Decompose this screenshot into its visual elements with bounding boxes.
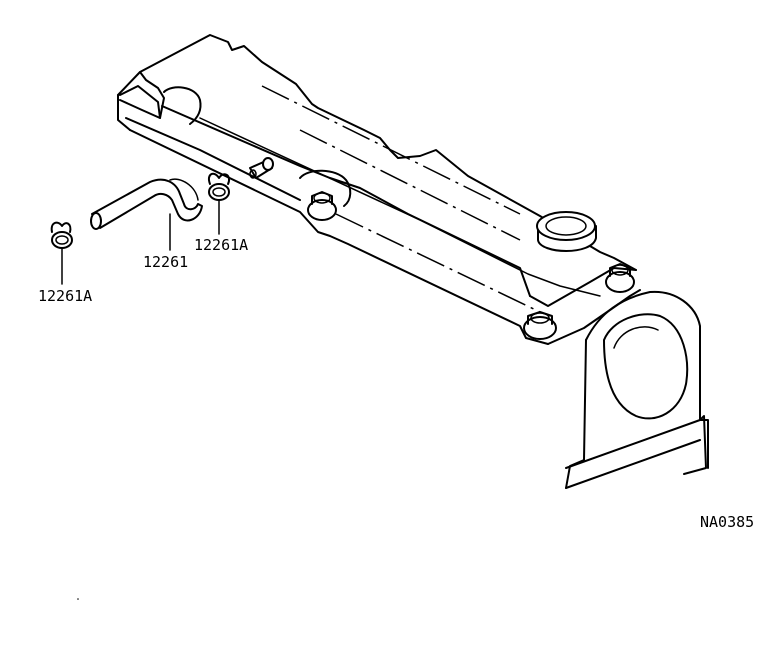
hose-clip-left — [50, 221, 73, 249]
scan-speck — [77, 598, 79, 600]
part-label-hose: 12261 — [143, 253, 188, 271]
cover-bolt-right — [605, 263, 635, 293]
oil-filler-cap — [536, 211, 597, 252]
timing-cover — [565, 290, 709, 489]
part-label-clip-right: 12261A — [194, 236, 248, 254]
cover-bolt-front — [523, 311, 557, 340]
breather-hose — [90, 178, 203, 230]
cover-bolt-left — [307, 191, 337, 221]
drawing-code: NA0385 — [700, 513, 754, 531]
pcv-valve — [249, 157, 274, 179]
cylinder-head-cover — [117, 34, 641, 345]
part-label-clip-left: 12261A — [38, 287, 92, 305]
hose-clip-right — [208, 172, 230, 201]
